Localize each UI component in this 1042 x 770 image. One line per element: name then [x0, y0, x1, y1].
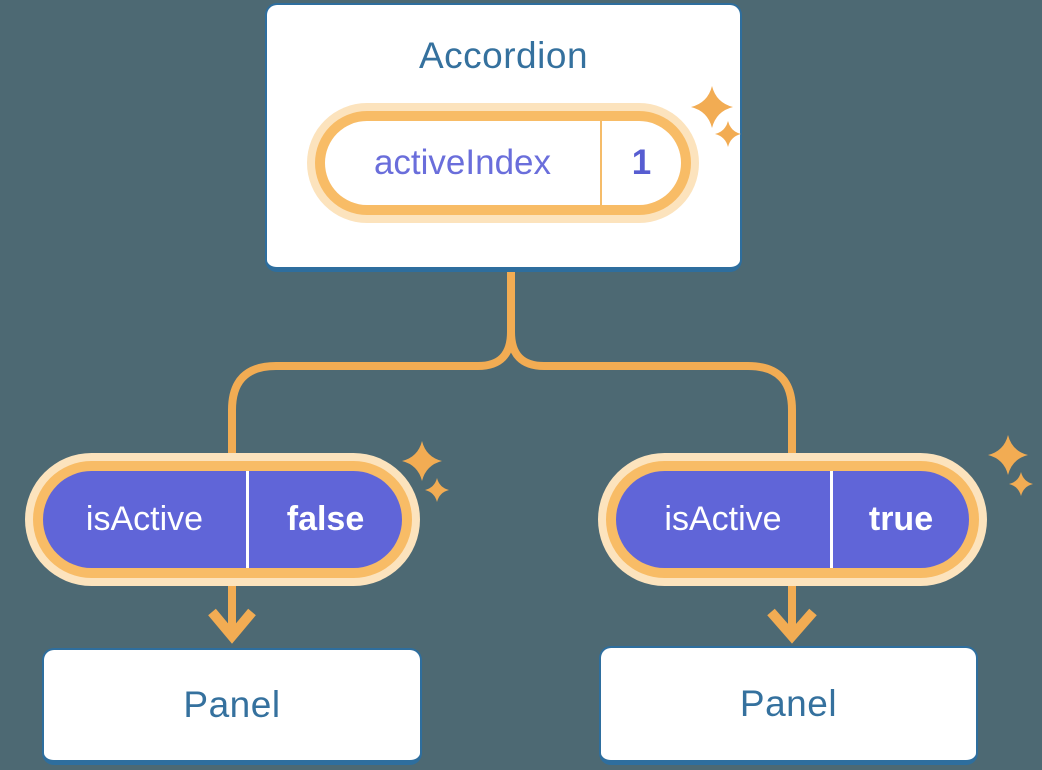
sparkle-icon	[402, 441, 442, 481]
prop-pill-isactive-false: isActive false	[25, 453, 420, 586]
prop-pill-label: isActive	[664, 500, 782, 538]
arrow-down-icon	[208, 608, 256, 644]
state-pill-label: activeIndex	[373, 143, 552, 182]
prop-pill-value: true	[868, 500, 934, 538]
state-pill-value: 1	[631, 143, 652, 182]
prop-pill-label: isActive	[85, 500, 204, 538]
prop-pill-ring: isActive true	[606, 461, 979, 578]
panel-component-card: Panel	[599, 646, 978, 765]
pill-divider	[830, 471, 833, 568]
sparkle-icon	[1009, 472, 1033, 496]
sparkle-icon	[425, 478, 449, 502]
prop-pill-isactive-true: isActive true	[598, 453, 987, 586]
state-pill-ring: activeIndex 1	[315, 111, 691, 215]
sparkle-icon	[988, 435, 1028, 475]
prop-pill-ring: isActive false	[33, 461, 412, 578]
pill-divider	[600, 121, 602, 205]
prop-pill-value: false	[286, 500, 365, 538]
panel-component-card: Panel	[42, 648, 422, 765]
state-pill-activeindex: activeIndex 1	[307, 103, 699, 223]
accordion-title: Accordion	[418, 35, 589, 76]
arrow-down-icon	[767, 608, 817, 644]
